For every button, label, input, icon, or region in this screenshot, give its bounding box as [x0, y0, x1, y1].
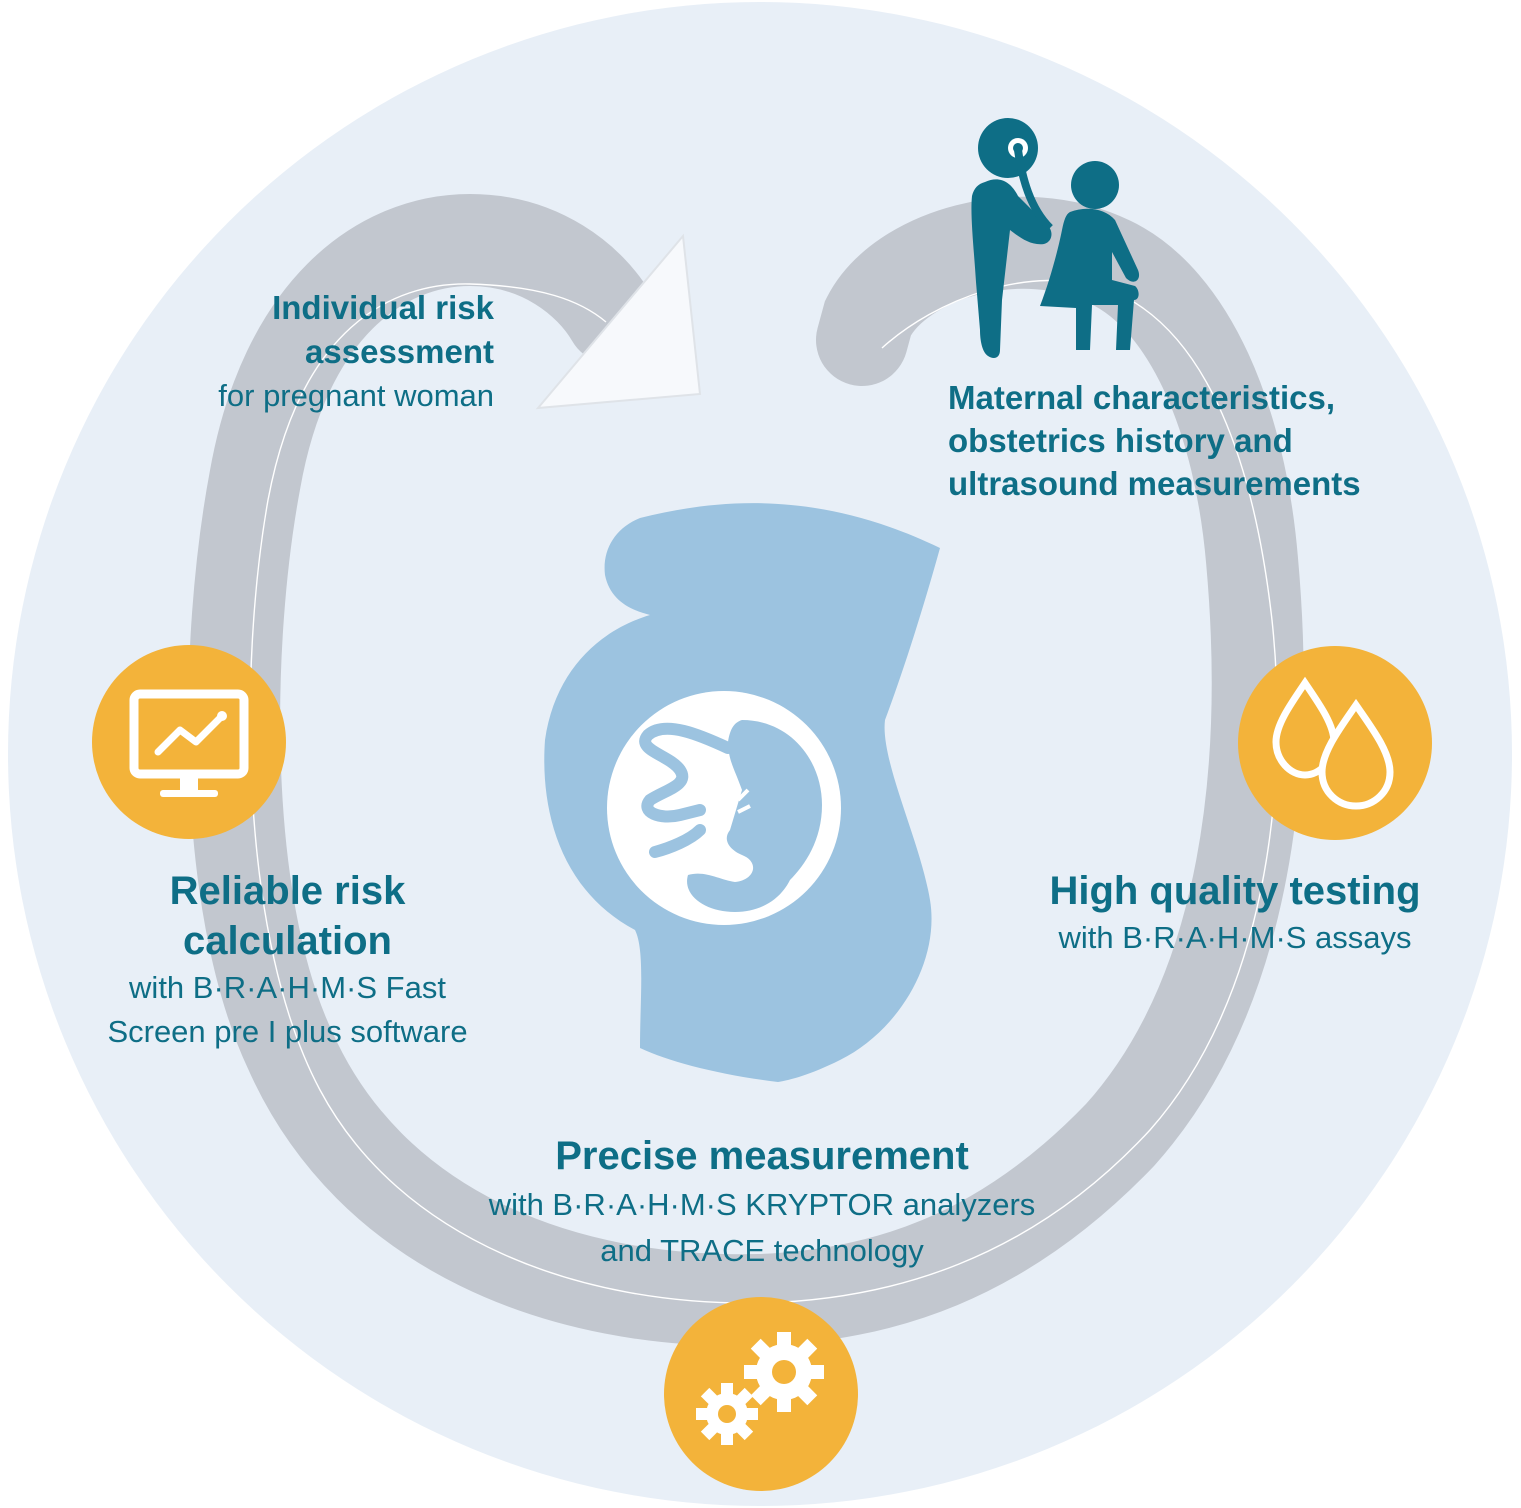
- precise-sub-line1: with B·R·A·H·M·S KRYPTOR analyzers: [488, 1187, 1036, 1222]
- pregnant-belly-fetus-icon: [544, 503, 940, 1082]
- maternal-line1: Maternal characteristics,: [948, 379, 1336, 416]
- reliable-risk-sub-line2: Screen pre I plus software: [107, 1014, 468, 1049]
- maternal-line3: ultrasound measurements: [948, 465, 1361, 502]
- reliable-risk-title-line2: calculation: [183, 919, 392, 963]
- step-individual-risk: Individual risk assessment for pregnant …: [120, 286, 494, 418]
- individual-risk-subtitle: for pregnant woman: [218, 378, 494, 413]
- reliable-risk-sub-line1: with B·R·A·H·M·S Fast: [129, 970, 446, 1005]
- individual-risk-title-line1: Individual risk: [272, 289, 494, 326]
- reliable-risk-title-line1: Reliable risk: [169, 869, 406, 913]
- precise-title: Precise measurement: [555, 1134, 969, 1178]
- doctor-patient-icon: [971, 118, 1140, 358]
- step-high-quality: High quality testing with B·R·A·H·M·S as…: [1005, 866, 1465, 960]
- individual-risk-title-line2: assessment: [305, 333, 494, 370]
- loop-arrowhead: [535, 233, 702, 410]
- step-maternal: Maternal characteristics, obstetrics his…: [948, 376, 1488, 505]
- precise-sub-line2: and TRACE technology: [600, 1233, 924, 1268]
- monitor-chart-icon: [92, 645, 286, 839]
- high-quality-title: High quality testing: [1049, 869, 1421, 913]
- high-quality-subtitle: with B·R·A·H·M·S assays: [1058, 920, 1412, 955]
- gears-icon: [664, 1297, 858, 1491]
- drops-icon: [1238, 646, 1432, 840]
- step-reliable-risk: Reliable risk calculation with B·R·A·H·M…: [60, 866, 515, 1054]
- step-precise: Precise measurement with B·R·A·H·M·S KRY…: [412, 1130, 1112, 1274]
- maternal-line2: obstetrics history and: [948, 422, 1293, 459]
